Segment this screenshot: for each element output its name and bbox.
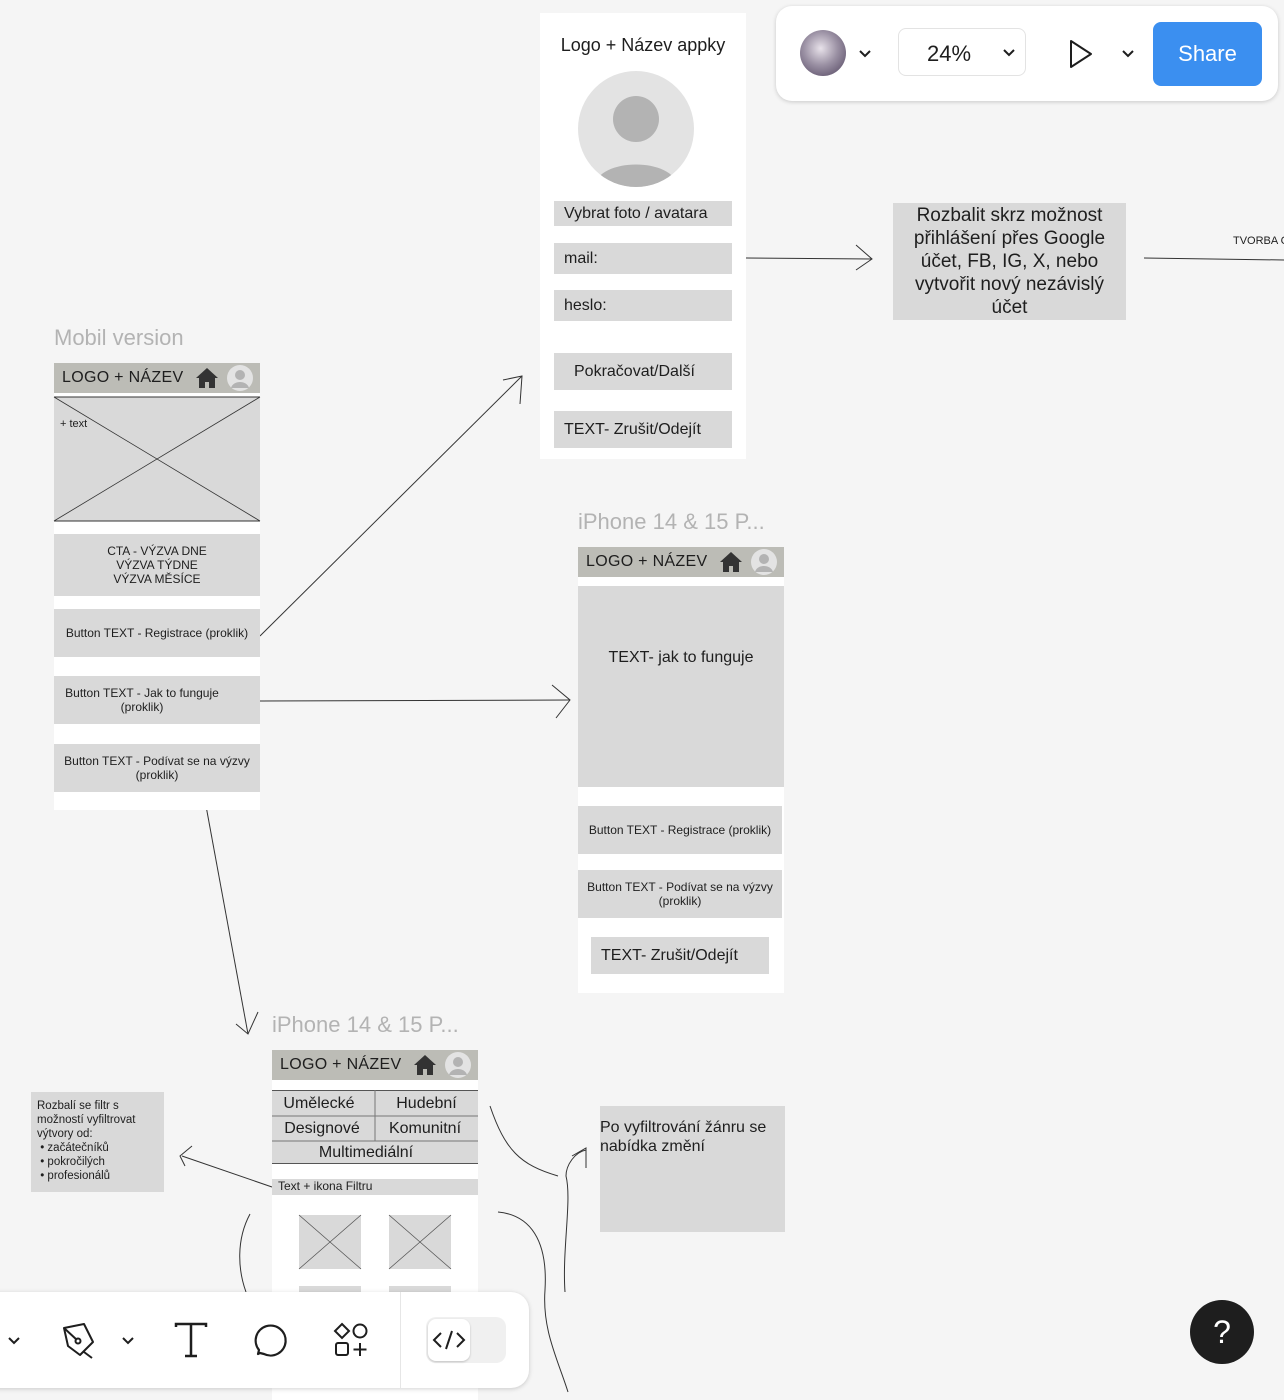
chevron-down-icon[interactable] xyxy=(1122,50,1134,58)
note-filter: Rozbalí se filtr s možností vyfiltrovat … xyxy=(31,1092,164,1192)
cta-line: VÝZVA TÝDNE xyxy=(116,558,198,572)
help-button[interactable]: ? xyxy=(1190,1300,1254,1364)
note-login-options: Rozbalit skrz možnost přihlášení přes Go… xyxy=(893,203,1126,320)
chevron-down-icon[interactable] xyxy=(122,1337,134,1345)
hero-text: + text xyxy=(60,418,88,430)
app-header: LOGO + NÁZEV xyxy=(272,1050,478,1080)
challenges-frame-title: iPhone 14 & 15 P... xyxy=(272,1012,459,1037)
how-frame: LOGO + NÁZEV TEXT- jak to funguje Button… xyxy=(578,547,784,993)
image-placeholder-icon xyxy=(53,396,261,522)
top-toolbar: 24% Share xyxy=(776,6,1278,101)
body-text: TEXT- jak to funguje xyxy=(608,649,754,666)
thumbnail-placeholder[interactable] xyxy=(298,1214,362,1270)
continue-button[interactable]: Pokračovat/Další xyxy=(554,353,732,390)
how-it-works-button[interactable]: Button TEXT - Jak to funguje (proklik) xyxy=(54,676,260,724)
cancel-button[interactable]: TEXT- Zrušit/Odejít xyxy=(554,411,732,448)
help-icon: ? xyxy=(1213,1313,1231,1350)
button-label: (proklik) xyxy=(120,700,164,714)
genre-grid-lines xyxy=(272,1090,478,1164)
mobile-frame-title: Mobil version xyxy=(54,325,184,350)
cta-line: VÝZVA MĚSÍCE xyxy=(113,572,201,586)
note-genre: Po vyfiltrování žánru se nabídka změní xyxy=(600,1106,785,1232)
dev-mode-toggle[interactable] xyxy=(426,1317,506,1363)
cta-line: CTA - VÝZVA DNE xyxy=(107,544,207,558)
genre-tab[interactable]: Komunitní xyxy=(388,1120,462,1137)
note-text: Po vyfiltrování žánru se nabídka změní xyxy=(600,1119,767,1155)
header-title: LOGO + NÁZEV xyxy=(280,1056,402,1073)
button-label: (proklik) xyxy=(135,768,179,782)
shapes-icon[interactable] xyxy=(333,1322,368,1357)
note-item: • začátečníků xyxy=(37,1142,109,1154)
password-field[interactable]: heslo: xyxy=(554,290,732,321)
dev-mode-knob xyxy=(428,1319,470,1361)
pen-tool-icon[interactable] xyxy=(60,1322,96,1359)
note-item: • pokročilých xyxy=(37,1156,105,1168)
login-frame: Logo + Název appky Vybrat foto / avatara… xyxy=(540,13,746,459)
register-button[interactable]: Button TEXT - Registrace (proklik) xyxy=(578,806,782,854)
play-icon[interactable] xyxy=(1068,39,1094,69)
user-icon xyxy=(594,96,678,187)
header-title: LOGO + NÁZEV xyxy=(62,369,184,386)
bottom-toolbar xyxy=(0,1292,529,1388)
note-item: • profesionálů xyxy=(37,1170,111,1182)
button-label: Button TEXT - Podívat se na výzvy xyxy=(64,754,250,768)
view-challenges-button[interactable]: Button TEXT - Podívat se na výzvy (prokl… xyxy=(578,870,782,918)
chevron-down-icon[interactable] xyxy=(858,49,872,59)
user-icon[interactable] xyxy=(751,549,777,575)
genre-menu: Umělecké Hudební Designové Komunitní Mul… xyxy=(272,1090,478,1164)
app-header: LOGO + NÁZEV xyxy=(578,547,784,577)
text-tool-icon[interactable] xyxy=(174,1322,208,1358)
app-header: LOGO + NÁZEV xyxy=(54,363,260,393)
code-icon xyxy=(432,1330,466,1350)
filter-label: Text + ikona Filtru xyxy=(278,1179,373,1193)
genre-tab[interactable]: Multimediální xyxy=(318,1144,414,1161)
genre-tab[interactable]: Designové xyxy=(284,1120,360,1137)
register-button[interactable]: Button TEXT - Registrace (proklik) xyxy=(54,609,260,657)
comment-icon[interactable] xyxy=(254,1323,289,1357)
cancel-button[interactable]: TEXT- Zrušit/Odejít xyxy=(591,937,769,974)
button-label: (proklik) xyxy=(658,894,702,908)
zoom-value: 24% xyxy=(927,41,972,66)
thumbnail-placeholder[interactable] xyxy=(388,1214,452,1270)
button-label: Button TEXT - Podívat se na výzvy xyxy=(587,880,773,894)
button-label: Button TEXT - Jak to funguje xyxy=(65,686,219,700)
share-button[interactable]: Share xyxy=(1153,22,1262,86)
note-line: výtvory od: xyxy=(37,1128,93,1140)
avatar-placeholder xyxy=(578,71,694,187)
chevron-down-icon xyxy=(1003,49,1015,57)
login-title: Logo + Název appky xyxy=(560,35,726,55)
home-icon[interactable] xyxy=(719,551,743,573)
home-icon[interactable] xyxy=(413,1054,437,1076)
zoom-dropdown[interactable]: 24% xyxy=(898,28,1026,76)
mail-field[interactable]: mail: xyxy=(554,243,732,274)
avatar[interactable] xyxy=(800,30,846,76)
note-line: možností vyfiltrovat xyxy=(37,1114,136,1126)
note-line: Rozbalí se filtr s xyxy=(37,1100,119,1112)
header-title: LOGO + NÁZEV xyxy=(586,553,708,570)
how-frame-title: iPhone 14 & 15 P... xyxy=(578,509,765,534)
user-icon[interactable] xyxy=(445,1052,471,1078)
filter-bar[interactable]: Text + ikona Filtru xyxy=(272,1179,478,1195)
chevron-down-icon[interactable] xyxy=(8,1337,20,1345)
genre-tab[interactable]: Umělecké xyxy=(283,1095,355,1112)
cta-challenges: CTA - VÝZVA DNE VÝZVA TÝDNE VÝZVA MĚSÍCE xyxy=(54,534,260,596)
edge-label: TVORBA C xyxy=(1233,235,1284,247)
choose-photo-button[interactable]: Vybrat foto / avatara xyxy=(554,201,732,226)
user-icon[interactable] xyxy=(227,365,253,391)
hero-image-placeholder: + text xyxy=(53,396,261,522)
how-it-works-body: TEXT- jak to funguje xyxy=(578,586,784,787)
mobile-frame: LOGO + NÁZEV + text CTA - VÝZVA DNE VÝZV… xyxy=(53,363,261,810)
view-challenges-button[interactable]: Button TEXT - Podívat se na výzvy (prokl… xyxy=(54,744,260,792)
toolbar-divider xyxy=(400,1292,401,1388)
home-icon[interactable] xyxy=(195,367,219,389)
genre-tab[interactable]: Hudební xyxy=(396,1095,457,1112)
